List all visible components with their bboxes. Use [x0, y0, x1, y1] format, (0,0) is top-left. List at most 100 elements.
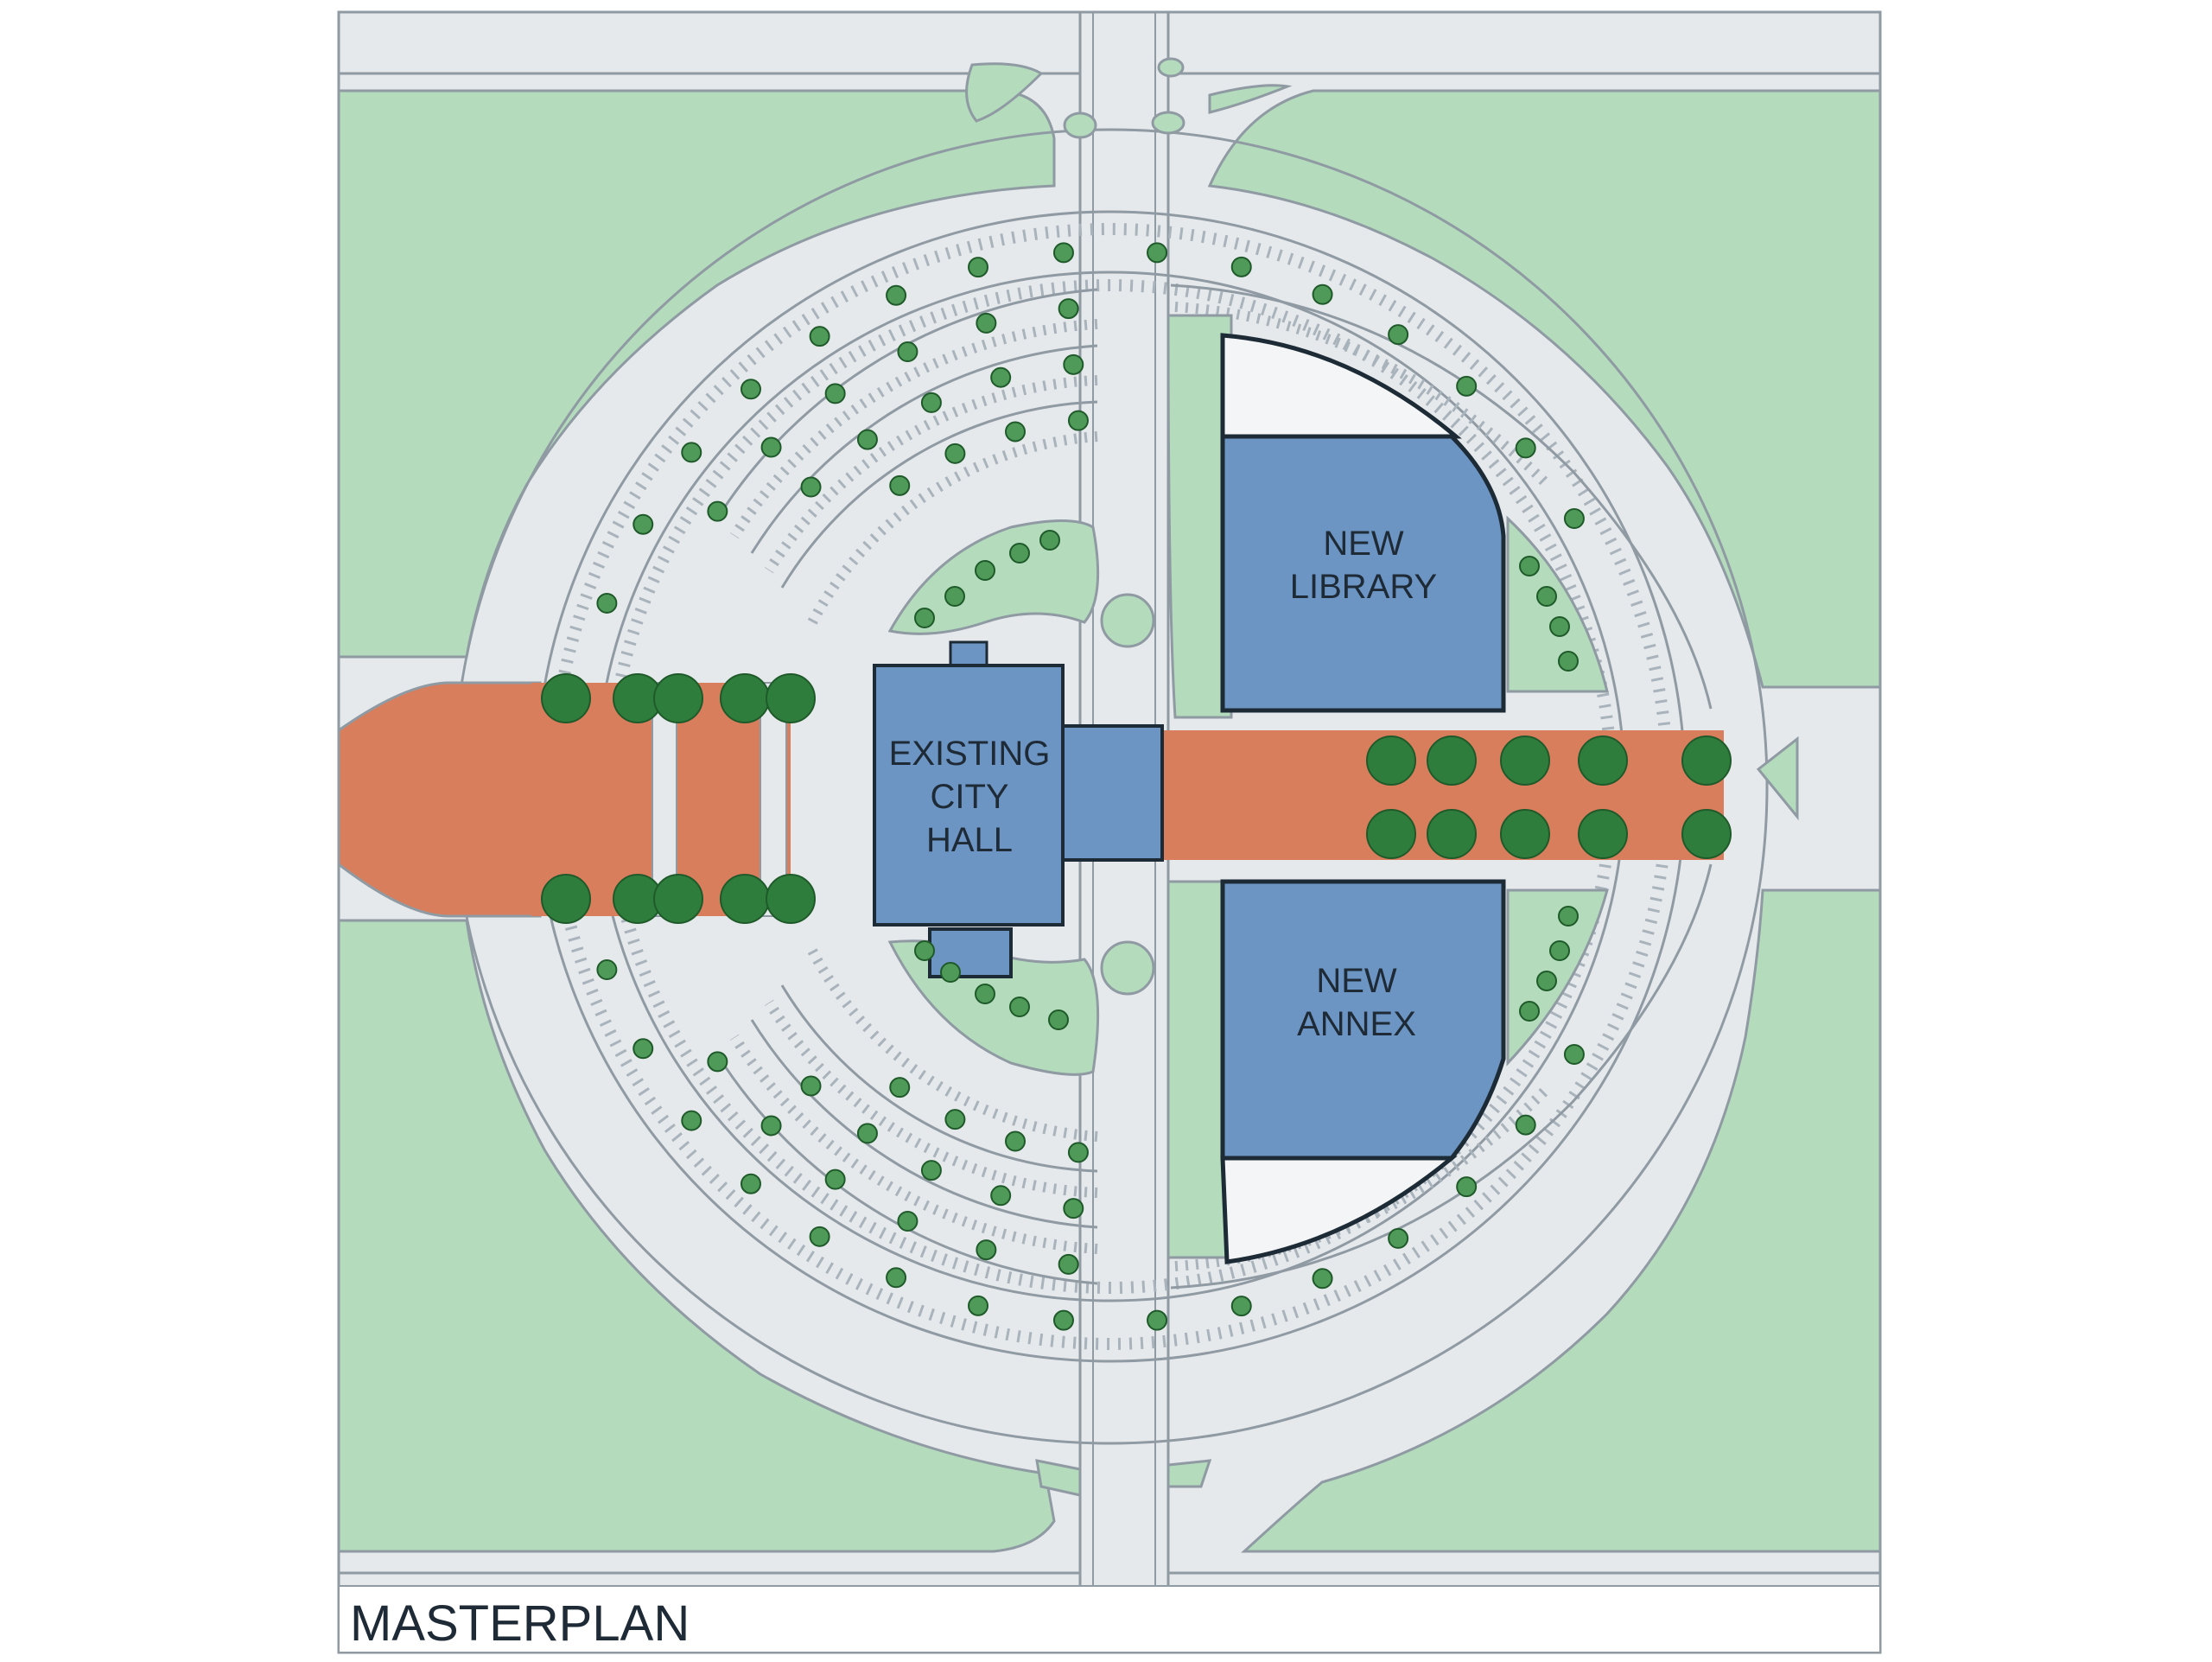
tree: [1549, 616, 1570, 637]
tree: [944, 586, 965, 607]
existing-city-hall-label-line-1: EXISTING: [889, 735, 1051, 773]
tree: [1500, 735, 1550, 786]
tree: [1563, 1044, 1585, 1065]
new-library-forecourt: [1220, 333, 1462, 439]
tree: [1005, 1130, 1027, 1152]
tree: [541, 673, 591, 723]
tree: [1052, 1309, 1074, 1331]
tree: [856, 429, 878, 450]
tree: [886, 1267, 907, 1289]
tree: [653, 874, 703, 924]
tree: [1366, 809, 1416, 859]
tree: [1388, 1227, 1409, 1249]
tree: [1515, 1114, 1536, 1136]
tree: [914, 608, 935, 628]
tree: [1549, 940, 1570, 961]
tree: [1063, 1198, 1084, 1219]
tree: [1009, 543, 1030, 564]
tree: [1681, 809, 1732, 859]
tree: [632, 513, 654, 535]
tree: [1312, 283, 1333, 305]
tree: [740, 379, 761, 400]
lawn-southwest: [337, 919, 1056, 1553]
tree: [1052, 242, 1074, 264]
tree: [1536, 971, 1557, 991]
tree: [653, 673, 703, 723]
west-parking-aisles: [715, 288, 1098, 1285]
tree: [1058, 1253, 1079, 1275]
lawn-southeast: [1241, 888, 1882, 1553]
tree: [1578, 735, 1628, 786]
tree: [824, 383, 846, 404]
new-annex-label-line-2: ANNEX: [1297, 1005, 1416, 1043]
east-parking-field: [1170, 283, 1713, 1289]
tree: [740, 1173, 761, 1194]
tree: [632, 1038, 654, 1060]
tree: [1067, 410, 1089, 431]
trees: [541, 242, 1732, 1331]
tree: [1563, 508, 1585, 529]
tree: [968, 257, 989, 278]
masterplan-title: MASTERPLAN: [350, 1595, 690, 1652]
tree: [944, 1109, 966, 1130]
tree: [707, 1051, 728, 1073]
tree: [1230, 256, 1252, 277]
cross-streets: [339, 72, 1880, 1575]
tree: [920, 1160, 942, 1181]
tree: [1366, 735, 1416, 786]
tree: [976, 1239, 997, 1261]
tree: [1681, 735, 1732, 786]
tree: [760, 1115, 782, 1137]
tree: [1519, 556, 1540, 576]
tree: [1147, 242, 1168, 264]
tree: [990, 366, 1012, 388]
tree: [976, 312, 997, 334]
new-annex-label-line-1: NEW: [1316, 962, 1397, 1000]
new-library: [1220, 434, 1506, 713]
tree: [975, 984, 995, 1004]
tree: [1312, 1268, 1333, 1289]
tree: [897, 1211, 918, 1232]
new-annex-forecourt: [1220, 1156, 1458, 1264]
tree: [1388, 324, 1409, 346]
new-library-label-line-1: NEW: [1323, 525, 1404, 563]
tree: [889, 1077, 911, 1098]
tree: [809, 326, 830, 347]
tree: [1515, 437, 1536, 459]
tree: [944, 443, 966, 464]
tree: [809, 1226, 830, 1247]
tree: [1005, 421, 1027, 443]
tree: [1456, 375, 1478, 397]
buildings: [873, 333, 1506, 1264]
tree: [720, 673, 770, 723]
tree: [1519, 1001, 1540, 1022]
tree: [920, 392, 942, 413]
new-library-label-line-2: LIBRARY: [1290, 568, 1437, 606]
tree: [800, 1075, 822, 1097]
tree: [1230, 1296, 1252, 1317]
tree: [914, 940, 935, 961]
tree: [1063, 353, 1084, 375]
tree: [1536, 586, 1557, 607]
existing-city-hall-label-line-3: HALL: [926, 821, 1013, 859]
tree: [766, 673, 816, 723]
tree: [1500, 809, 1550, 859]
tree: [1578, 809, 1628, 859]
existing-city-hall-east-wing: [1061, 724, 1164, 862]
tree: [897, 341, 918, 362]
tree: [766, 874, 816, 924]
tree: [681, 1110, 702, 1131]
lawn-northeast: [1207, 89, 1882, 689]
tree: [940, 962, 961, 983]
tree: [889, 474, 911, 496]
tree: [1427, 735, 1477, 786]
tree: [1009, 997, 1030, 1017]
tree: [800, 476, 822, 498]
tree: [990, 1185, 1012, 1207]
tree: [856, 1123, 878, 1144]
tree: [681, 442, 702, 463]
west-plaza-entry: [337, 681, 542, 918]
existing-city-hall-label-line-2: CITY: [930, 778, 1008, 816]
lawn-east-upper: [1166, 314, 1233, 719]
